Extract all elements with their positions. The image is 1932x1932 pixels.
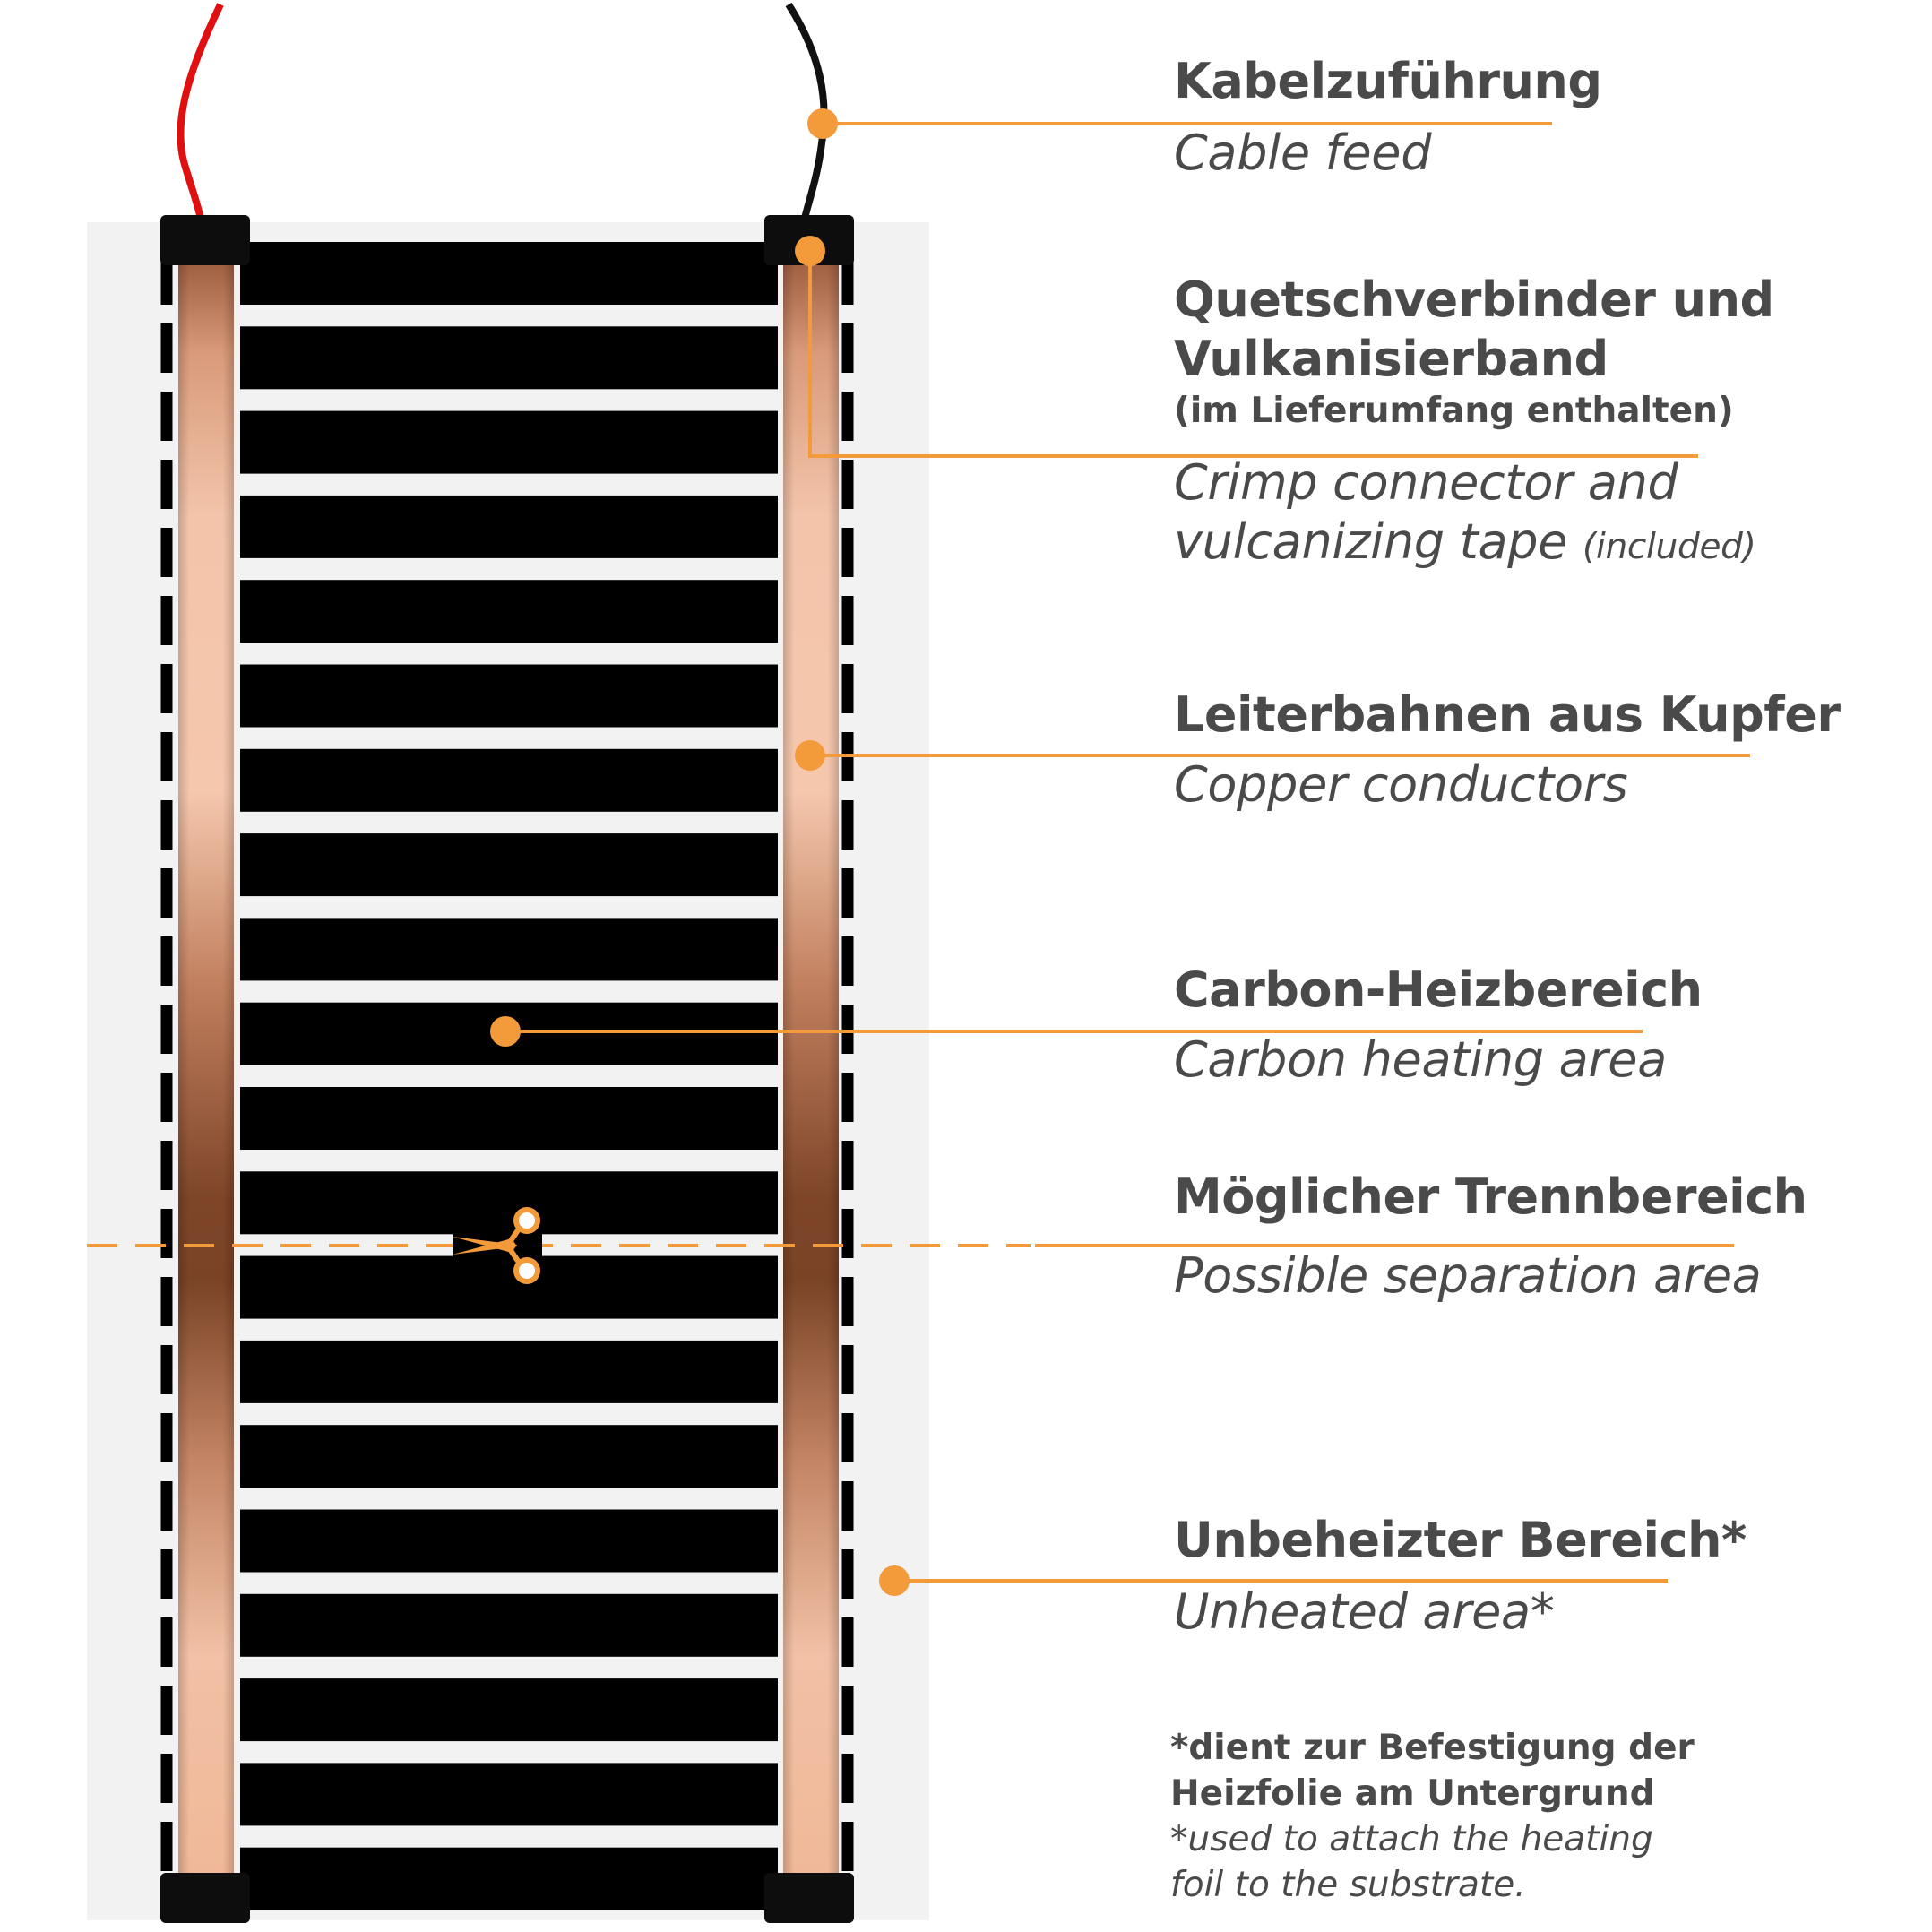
label-copper-de: Leiterbahnen aus Kupfer <box>1174 686 1841 743</box>
carbon-strip <box>240 1171 778 1235</box>
callout-cable-feed <box>807 108 1552 139</box>
label-crimp-connector: Quetschverbinder und Vulkanisierband (im… <box>1174 271 1774 577</box>
label-cable-feed-de: Kabelzuführung <box>1174 53 1602 109</box>
carbon-strip <box>240 580 778 643</box>
carbon-strip <box>240 833 778 897</box>
callout-carbon-heating-area <box>490 1016 1643 1047</box>
label-copper-en: Copper conductors <box>1174 756 1628 813</box>
footnote: *dient zur Befestigung der Heizfolie am … <box>1170 1725 1695 1908</box>
red-wire <box>177 3 224 223</box>
carbon-strip <box>240 326 778 390</box>
label-carbon-en: Carbon heating area <box>1174 1031 1667 1088</box>
carbon-strip <box>240 1425 778 1488</box>
label-crimp-de-line2: Vulkanisierband <box>1174 331 1609 387</box>
carbon-strip <box>240 242 778 305</box>
callout-unheated-area <box>879 1565 1668 1596</box>
footnote-de-line2: Heizfolie am Untergrund <box>1170 1773 1655 1814</box>
carbon-strip <box>240 1593 778 1657</box>
label-unheated-de: Unbeheizter Bereich* <box>1174 1512 1747 1568</box>
label-separation-de: Möglicher Trennbereich <box>1174 1169 1807 1225</box>
carbon-strip <box>240 1763 778 1826</box>
callout-crimp-connector <box>795 236 1698 458</box>
crimp-connector-bottom-right <box>764 1873 854 1923</box>
carbon-strip <box>240 918 778 981</box>
label-crimp-de-note: (im Lieferumfang enthalten) <box>1174 391 1734 431</box>
callout-copper-conductors <box>795 740 1750 771</box>
carbon-strip <box>240 1087 778 1150</box>
carbon-strip <box>240 1678 778 1742</box>
carbon-strip <box>240 748 778 812</box>
carbon-strip <box>240 664 778 728</box>
footnote-en-line1: *used to attach the heating <box>1170 1819 1653 1859</box>
label-copper-conductors: Leiterbahnen aus Kupfer Copper conductor… <box>1174 686 1841 815</box>
label-cable-feed-en: Cable feed <box>1174 125 1432 181</box>
footnote-en-line2: foil to the substrate. <box>1170 1865 1526 1905</box>
label-separation-en: Possible separation area <box>1174 1247 1762 1304</box>
label-crimp-en-note: (included) <box>1583 527 1756 567</box>
label-crimp-en-line2: vulcanizing tape <box>1174 513 1568 570</box>
carbon-strips <box>240 242 778 1910</box>
crimp-connector-top-left <box>160 215 250 265</box>
carbon-strip <box>240 1847 778 1910</box>
label-carbon-heating-area: Carbon-Heizbereich Carbon heating area <box>1174 961 1703 1090</box>
carbon-strip <box>240 495 778 558</box>
carbon-strip <box>240 1509 778 1573</box>
label-cable-feed: Kabelzuführung Cable feed <box>1174 52 1602 183</box>
label-crimp-en-line1: Crimp connector and <box>1174 454 1678 511</box>
label-crimp-de-line1: Quetschverbinder und <box>1174 272 1774 328</box>
label-carbon-de: Carbon-Heizbereich <box>1174 962 1703 1018</box>
label-unheated-area: Unbeheizter Bereich* Unheated area* <box>1174 1511 1747 1642</box>
crimp-connector-bottom-left <box>160 1873 250 1923</box>
footnote-de-line1: *dient zur Befestigung der <box>1170 1728 1695 1768</box>
label-unheated-en: Unheated area* <box>1174 1583 1555 1640</box>
label-separation-area: Möglicher Trennbereich Possible separati… <box>1174 1168 1807 1306</box>
carbon-strip <box>240 410 778 474</box>
carbon-strip <box>240 1255 778 1319</box>
scissors-icon <box>453 1207 542 1284</box>
label-crimp-en-line2-row: vulcanizing tape (included) <box>1174 513 1774 577</box>
carbon-strip <box>240 1340 778 1403</box>
